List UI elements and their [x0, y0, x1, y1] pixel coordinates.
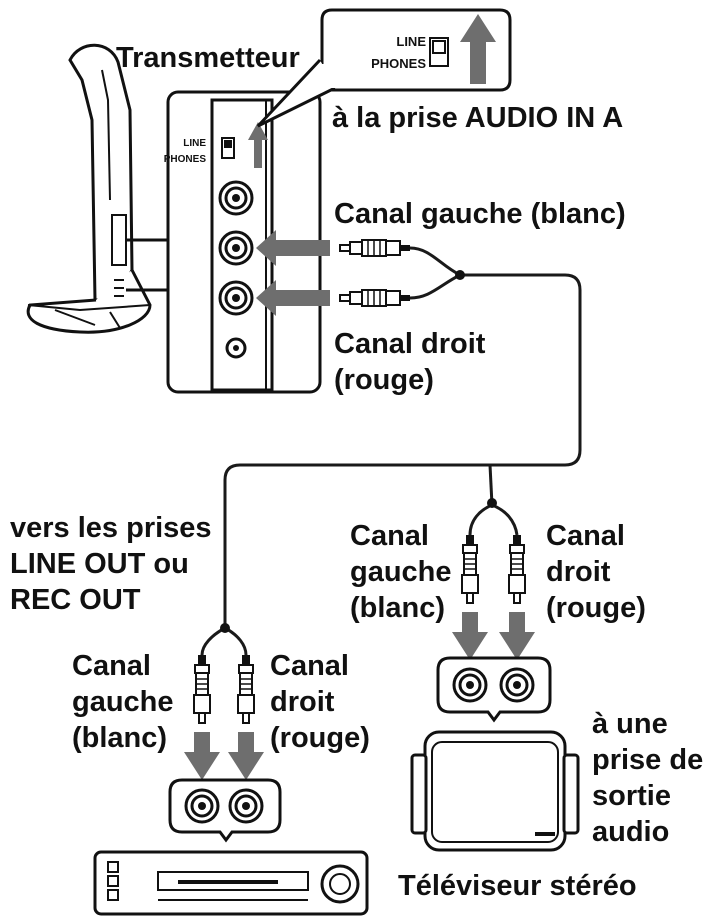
plug-tv-left — [461, 534, 479, 604]
plug-right-red — [339, 289, 411, 307]
callout-phones-label: PHONES — [371, 56, 426, 71]
switch-callout — [256, 8, 512, 128]
vcr-left-channel-label: Canal gauche (blanc) — [72, 650, 174, 754]
jack-audio-in-left — [218, 230, 254, 266]
jack-audio-in-right — [218, 280, 254, 316]
switch-arrow-big — [460, 14, 496, 84]
transmitter-label: Transmetteur — [116, 42, 300, 74]
plug-vcr-left — [193, 654, 211, 724]
callout-line-label: LINE — [396, 34, 426, 49]
tv-left-channel-label: Canal gauche (blanc) — [350, 520, 452, 624]
panel-phones-label: PHONES — [164, 154, 207, 165]
jack-1 — [218, 180, 254, 216]
panel-line-label: LINE — [183, 138, 206, 149]
arrow-right-channel — [256, 280, 330, 316]
arrow-left-channel — [256, 230, 330, 266]
left-channel-top-label: Canal gauche (blanc) — [334, 198, 626, 230]
audio-in-label: à la prise AUDIO IN A — [332, 102, 624, 134]
tv-right-channel-label: Canal droit (rouge) — [546, 520, 646, 624]
right-channel-top-label: Canal droit (rouge) — [334, 328, 486, 396]
plug-tv-right — [508, 534, 526, 604]
audio-out-label: à une prise de sortie audio — [592, 708, 704, 848]
stereo-tv-label: Téléviseur stéréo — [398, 870, 637, 902]
stereo-tv — [410, 730, 580, 852]
transmitter-device — [26, 43, 152, 334]
plug-left-white — [339, 239, 411, 257]
plug-vcr-right — [237, 654, 255, 724]
switch-arrow-small — [248, 122, 268, 168]
vcr-right-channel-label: Canal droit (rouge) — [270, 650, 370, 754]
vcr-device — [93, 850, 369, 916]
line-out-label: vers les prises LINE OUT ou REC OUT — [10, 512, 212, 616]
